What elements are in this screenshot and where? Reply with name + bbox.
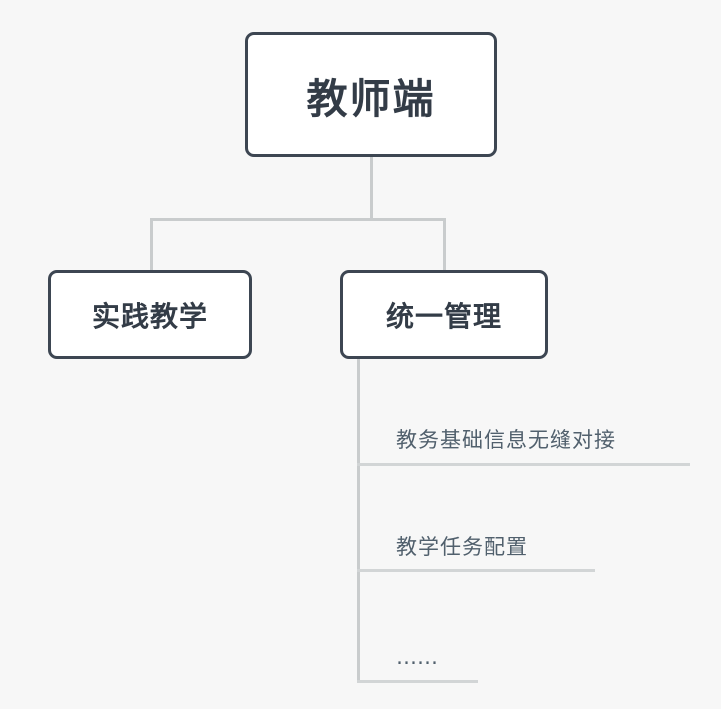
- node-child-unified-management-label: 统一管理: [385, 299, 502, 333]
- leaf-underline-3: [357, 680, 478, 683]
- leaf-item-2[interactable]: 教学任务配置: [396, 535, 528, 559]
- node-child-practical-teaching[interactable]: 实践教学: [48, 270, 252, 359]
- node-child-unified-management[interactable]: 统一管理: [340, 270, 548, 359]
- node-root-label: 教师端: [306, 74, 436, 123]
- leaf-underline-2: [357, 569, 595, 572]
- leaf-underline-1: [357, 463, 690, 466]
- node-root[interactable]: 教师端: [245, 32, 497, 157]
- connector-root-stem: [370, 157, 373, 221]
- connector-trunk: [357, 358, 360, 683]
- node-child-practical-teaching-label: 实践教学: [91, 299, 208, 333]
- connector-drop-right: [443, 218, 446, 273]
- connector-horizontal-bus: [150, 218, 446, 221]
- connector-drop-left: [150, 218, 153, 273]
- leaf-item-1[interactable]: 教务基础信息无缝对接: [396, 428, 616, 452]
- leaf-item-3-ellipsis[interactable]: ……: [396, 645, 438, 669]
